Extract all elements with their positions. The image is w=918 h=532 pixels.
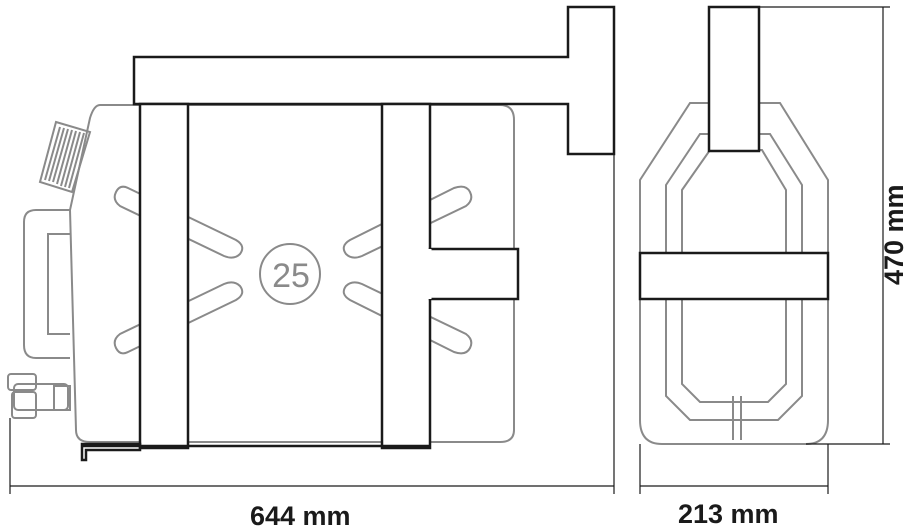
canister-side: [7, 104, 515, 443]
front-wall-plate: [707, 5, 761, 153]
width-dimension: [9, 154, 615, 494]
height-dimension: [759, 6, 890, 445]
embossed-slots: [113, 185, 473, 355]
strap-right: [380, 102, 432, 450]
front-strap: [638, 251, 830, 301]
canister-number: 25: [272, 257, 310, 295]
canister-cap: [38, 120, 92, 194]
height-label: 470 mm: [879, 184, 909, 285]
width-label: 644 mm: [250, 501, 351, 531]
front-view: [638, 5, 890, 494]
side-view: 25: [7, 5, 616, 494]
holder-bracket-front: [638, 5, 830, 301]
holder-bracket-side: [80, 5, 616, 462]
strap-left: [138, 102, 190, 450]
canister-number-circle: [259, 243, 321, 305]
strap-extension: [428, 247, 520, 301]
depth-dimension: [639, 444, 829, 494]
canister-tap: [7, 373, 71, 419]
depth-label: 213 mm: [678, 499, 779, 529]
